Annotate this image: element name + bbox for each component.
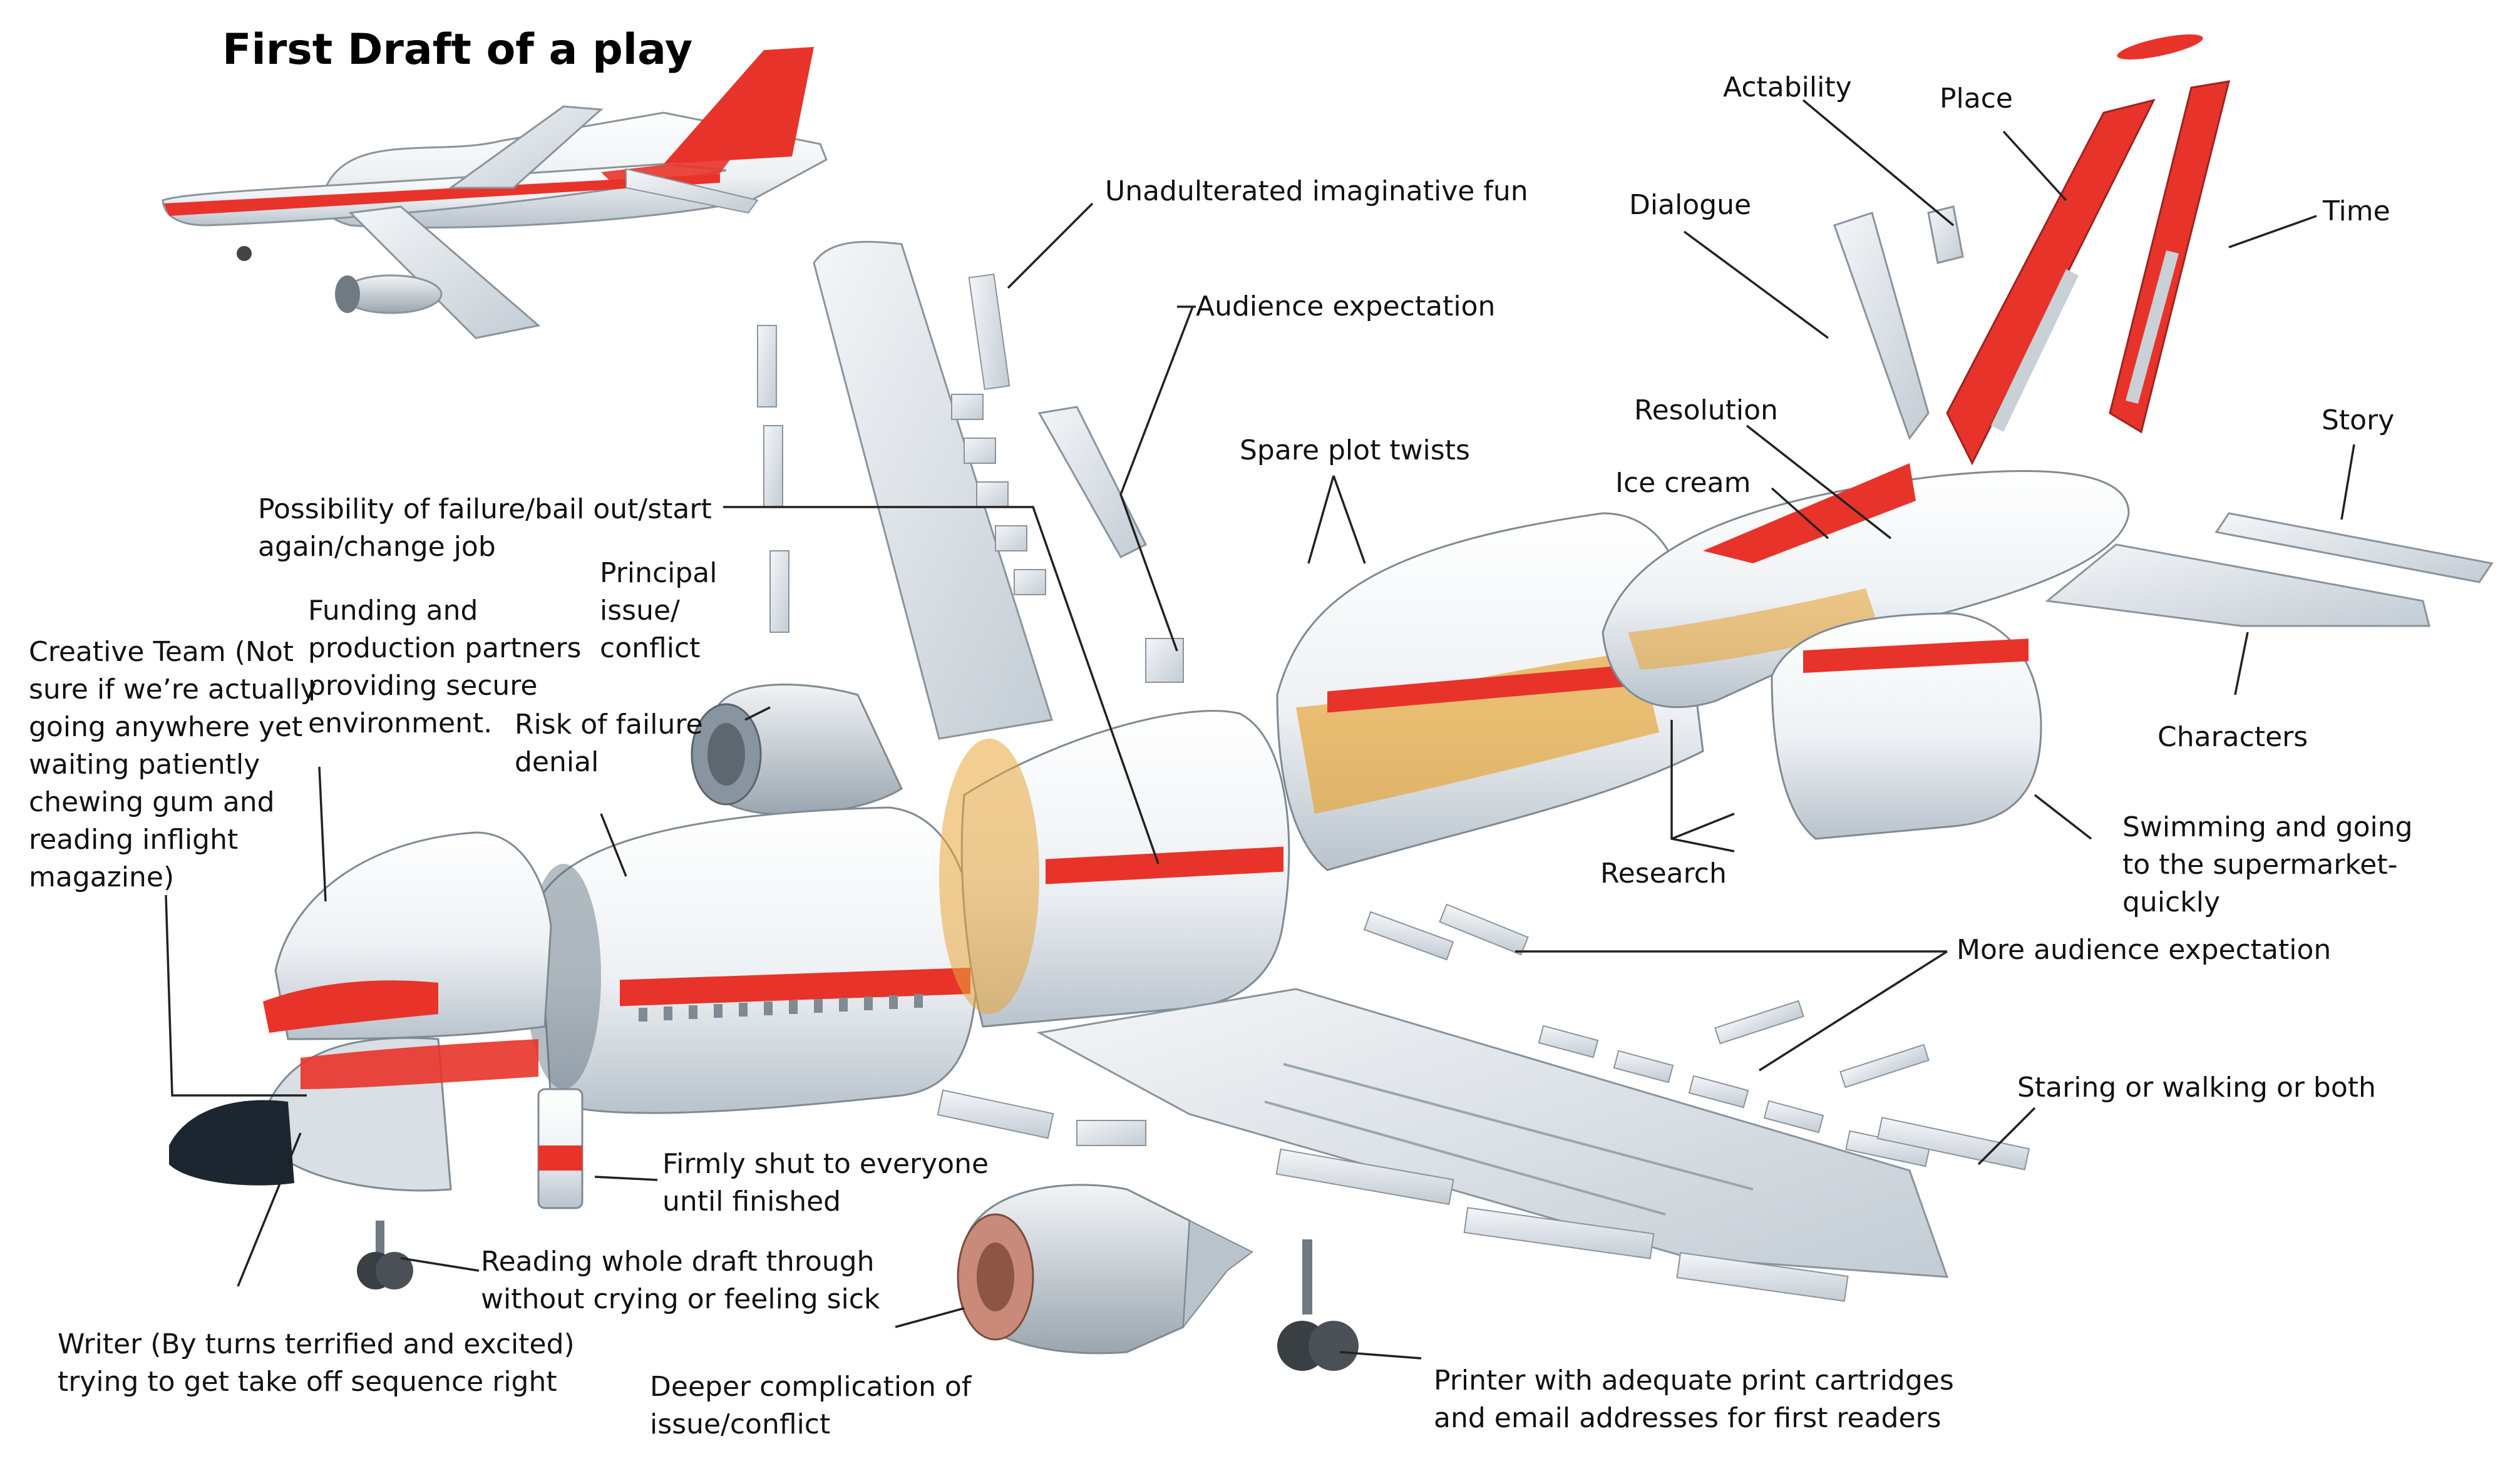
tail-fins [1833,34,2231,466]
label-spare-plot-twists: Spare plot twists [1240,434,1470,466]
label-funding: Funding and production partners providin… [308,595,582,739]
stabilizers [2045,512,2494,627]
label-story: Story [2322,404,2395,436]
lower-engine [957,1184,1253,1355]
label-research: Research [1600,858,1727,889]
label-audience-expectation: Audience expectation [1196,290,1496,322]
lower-wing [937,903,2030,1302]
label-possibility-of-failure: Possibility of failure/bail out/start ag… [258,493,712,563]
fuselage [169,463,2130,1209]
label-risk-of-failure: Risk of failure denial [515,709,703,778]
label-dialogue: Dialogue [1629,189,1752,221]
upper-engine [691,684,903,816]
label-unadulterated-fun: Unadulterated imaginative fun [1105,175,1528,207]
label-ice-cream: Ice cream [1615,467,1751,499]
label-swimming: Swimming and going to the supermarket- q… [2122,811,2413,918]
page-title: First Draft of a play [222,25,693,74]
landing-gear [357,1221,1359,1371]
label-staring-or-walking: Staring or walking or both [2017,1072,2376,1104]
label-place: Place [1940,83,2013,115]
label-resolution: Resolution [1634,394,1778,426]
label-creative-team: Creative Team (Not sure if we’re actuall… [29,636,317,893]
label-deeper-complication: Deeper complication of issue/conflict [650,1371,972,1440]
label-writer: Writer (By turns terrified and excited) … [58,1328,575,1398]
label-more-audience-expectation: More audience expectation [1957,934,2332,966]
label-printer: Printer with adequate print cartridges a… [1434,1365,1954,1434]
label-firmly-shut: Firmly shut to everyone until finished [662,1148,989,1217]
label-principal-issue: Principal issue/ conflict [600,557,717,664]
label-actability: Actability [1723,71,1852,103]
complete-airplane [162,47,828,339]
label-characters: Characters [2157,721,2308,753]
label-reading-draft: Reading whole draft through without cryi… [481,1246,880,1315]
label-time: Time [2323,195,2390,227]
leader-lines [165,99,2355,1360]
upper-wing-panels [757,240,1184,740]
